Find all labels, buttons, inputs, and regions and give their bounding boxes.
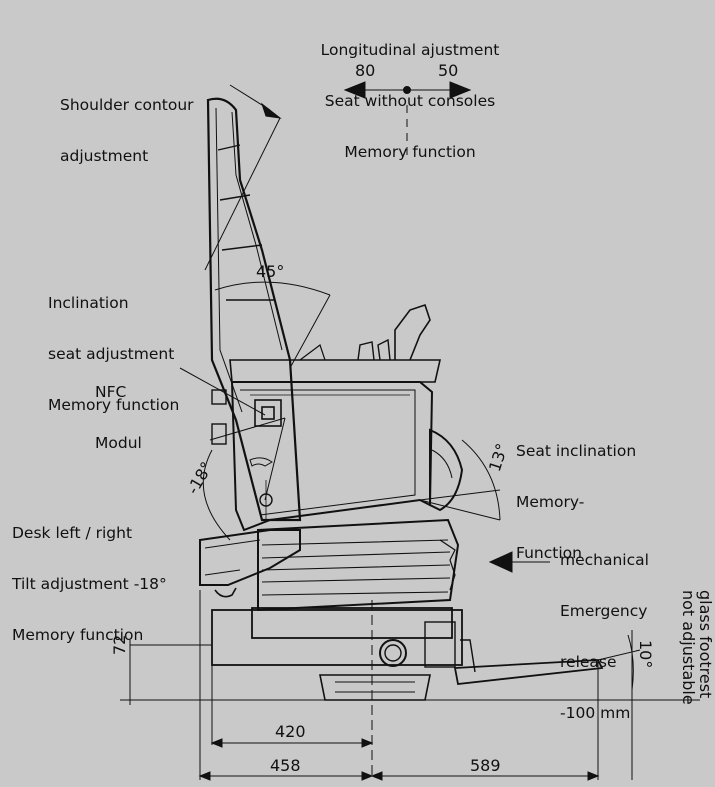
emergency-line1: mechanical [560,551,649,569]
side-panel [429,428,464,512]
footrest-line1: glass footrest [696,590,715,699]
footrest-label: glass footrest not adjustable [679,590,715,705]
suspension [257,518,460,612]
shoulder-label: Shoulder contour adjustment [60,63,194,182]
nfc-label: NFC Modul [95,350,142,469]
emergency-line4: -100 mm [560,704,631,722]
longitudinal-line2: Seat without consoles [324,92,496,110]
desk-line1: Desk left / right [12,524,133,542]
emergency-line3: release [560,653,617,671]
dim-height-72: 72 [110,634,129,655]
longitudinal-line1: Longitudinal ajustment [320,41,500,59]
longitudinal-right-value: 50 [438,61,459,80]
footrest-angle: 10° [636,640,655,669]
desk-label: Desk left / right Tilt adjustment -18° M… [12,491,167,661]
longitudinal-line3: Memory function [344,143,476,161]
desk-line3: Memory function [12,626,144,644]
inclination-label: Inclination seat adjustment Memory funct… [48,261,179,431]
backrest [206,97,302,522]
joystick-console [229,303,442,383]
longitudinal-label: Longitudinal ajustment Seat without cons… [280,8,540,178]
seat-inclination-line1: Seat inclination [516,442,637,460]
inclination-line3: Memory function [48,396,180,414]
annotations [179,81,641,780]
nfc-line2: Modul [95,434,142,452]
dim-width-589: 589 [470,756,501,775]
shoulder-line2: adjustment [60,147,149,165]
desk-armrest [199,529,301,598]
inclination-line2: seat adjustment [48,345,175,363]
footrest-line2: not adjustable [679,590,698,705]
dim-width-458: 458 [270,756,301,775]
longitudinal-left-value: 80 [355,61,376,80]
shoulder-line1: Shoulder contour [60,96,194,114]
base-frame [211,607,463,701]
footrest [453,639,604,685]
inclination-line1: Inclination [48,294,129,312]
inclination-angle: 45° [256,262,285,281]
seat-inclination-label: Seat inclination Memory- Function [516,409,636,579]
emergency-label: mechanical Emergency release -100 mm [560,518,649,739]
emergency-line2: Emergency [560,602,648,620]
dim-width-420: 420 [275,722,306,741]
desk-line2: Tilt adjustment -18° [12,575,167,593]
seat-inclination-line3: Function [516,544,582,562]
dimension-lines [120,590,700,781]
nfc-line1: NFC [95,383,127,401]
seat-inclination-line2: Memory- [516,493,585,511]
